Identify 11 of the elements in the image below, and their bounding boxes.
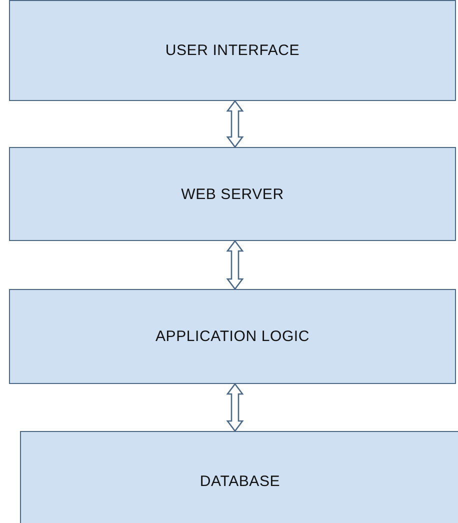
layer-box — [9, 147, 456, 241]
layer-label: DATABASE — [200, 472, 280, 490]
layer-box — [9, 0, 456, 101]
layer-box — [20, 431, 458, 523]
layer-box — [9, 289, 456, 384]
layer-label: APPLICATION LOGIC — [155, 328, 310, 345]
double-arrow — [226, 382, 244, 432]
layer-label: USER INTERFACE — [165, 42, 300, 59]
double-arrow — [226, 240, 244, 290]
double-arrow — [226, 100, 244, 148]
layer-label: WEB SERVER — [181, 186, 284, 202]
